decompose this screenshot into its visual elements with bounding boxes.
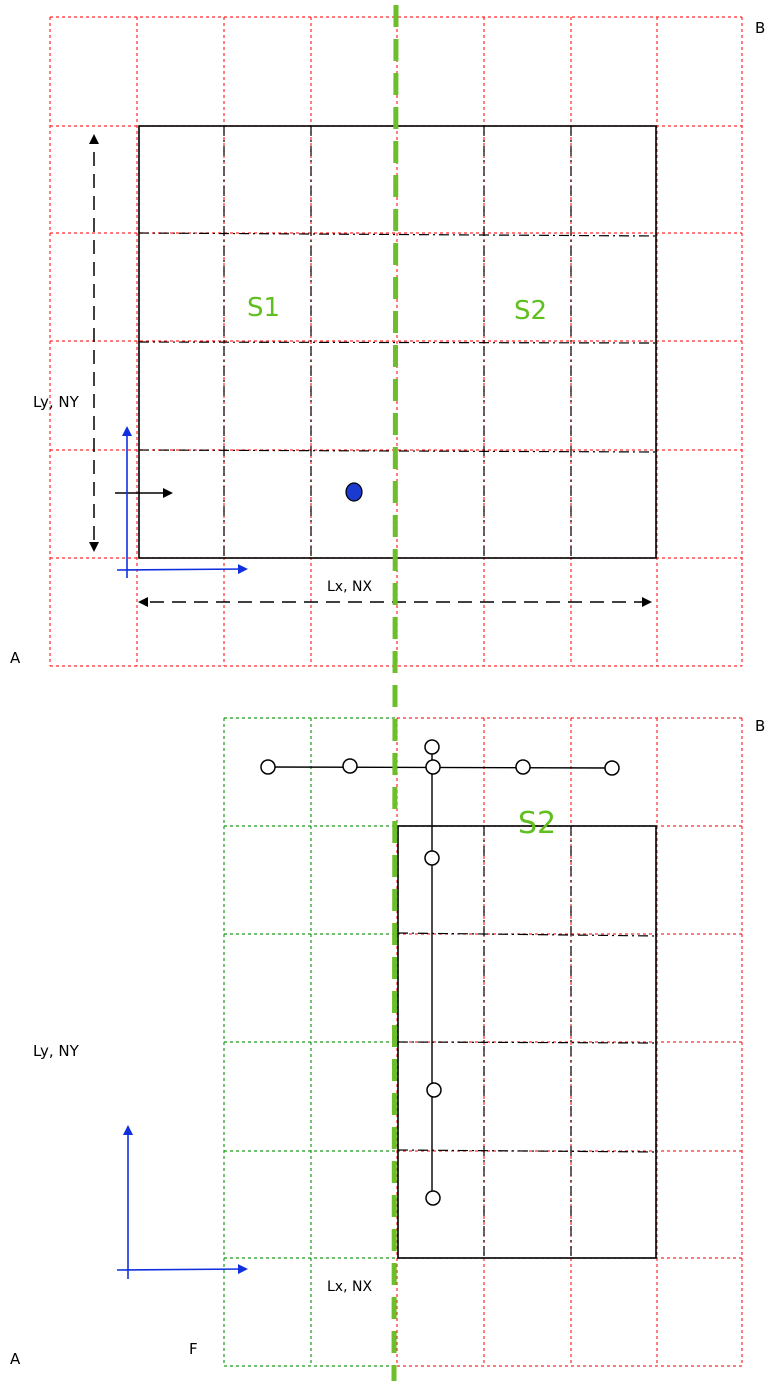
top-corner-a: A (10, 649, 21, 667)
ghost-marker-f: F (189, 1340, 198, 1358)
stencil (267, 747, 613, 1198)
stencil-node (424, 850, 440, 866)
stencil-node (604, 760, 620, 776)
top-y-dimension-label: Ly, NY (33, 393, 80, 411)
bottom-corner-a: A (10, 1350, 21, 1368)
bottom-red-grid (396, 717, 743, 1367)
bottom-panel: A B F S2 Ly, NY Lx, NX (10, 717, 765, 1368)
bottom-y-dimension-label: Ly, NY (33, 1042, 80, 1060)
bottom-corner-b: B (755, 717, 765, 735)
stencil-node (425, 759, 441, 775)
subdomain-split-line (391, 4, 399, 1381)
top-panel: A B S1 S2 Ly, NY Lx, NX (10, 16, 765, 667)
bottom-subdomain-s2-label: S2 (518, 806, 556, 841)
stencil-node (425, 1190, 441, 1206)
sample-point (345, 482, 363, 502)
stencil-node (424, 739, 440, 755)
top-x-axis-arrow (116, 564, 248, 575)
stencil-node (515, 759, 531, 775)
top-x-dimension-label: Lx, NX (327, 579, 372, 595)
subdomain-s1-label: S1 (247, 293, 280, 323)
stencil-node (426, 1082, 442, 1098)
bottom-x-axis-arrow (116, 1264, 248, 1275)
bottom-x-dimension-label: Lx, NX (327, 1279, 372, 1295)
subdomain-s2-label: S2 (514, 296, 547, 326)
ghost-green-grid (223, 717, 395, 1367)
stencil-node (260, 759, 276, 775)
stencil-nodes (260, 739, 620, 1206)
top-corner-b: B (755, 19, 765, 37)
bottom-inner-grid (397, 826, 657, 1258)
bottom-domain-border (397, 825, 657, 1259)
top-inner-grid (138, 126, 657, 558)
stencil-node (342, 758, 358, 774)
